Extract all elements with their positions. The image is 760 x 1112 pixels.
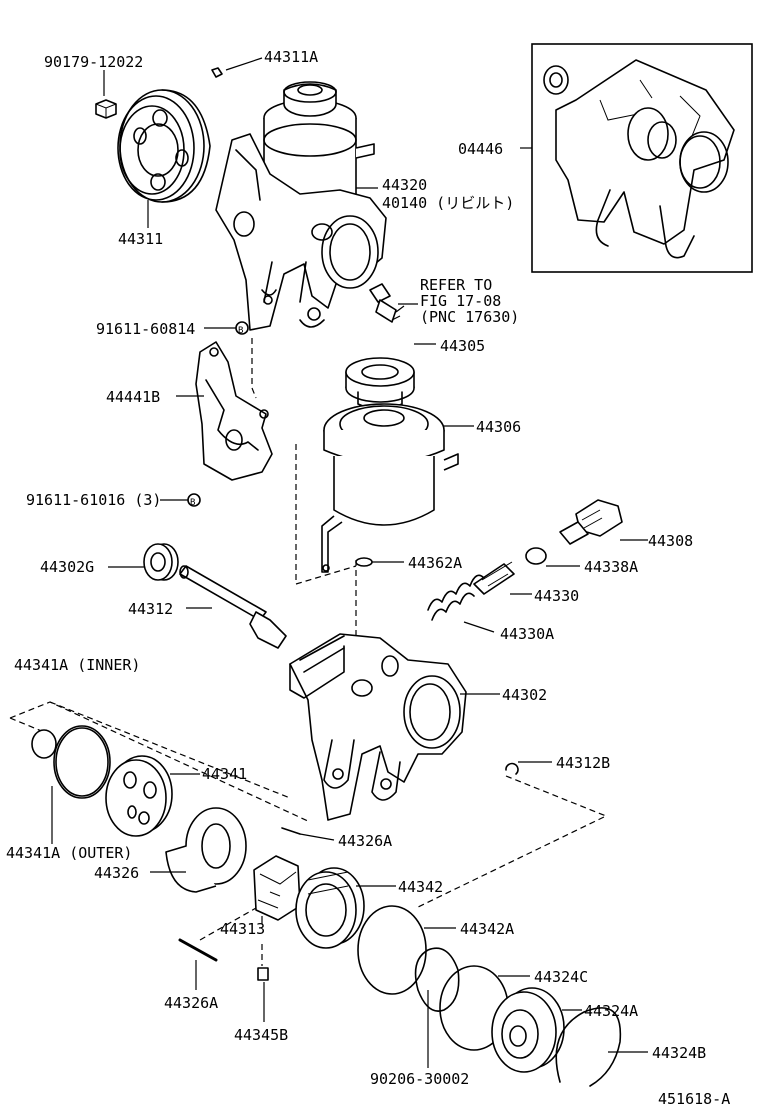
label-90179-12022: 90179-12022: [44, 53, 143, 71]
label-44312B: 44312B: [556, 754, 610, 772]
dashed-guide-bolt-1: [251, 338, 257, 399]
bolt-b-marker-icon: B: [187, 493, 201, 508]
label-91611-60814: 91611-60814: [96, 320, 195, 338]
label-44324A: 44324A: [584, 1002, 638, 1020]
oring-44362A: [355, 557, 373, 567]
pulley-nut: [95, 99, 117, 119]
gasket-kit-box: [531, 43, 753, 273]
label-44345B: 44345B: [234, 1026, 288, 1044]
snap-ring-90206-30002: [414, 947, 460, 1012]
pump-body-44302: [289, 633, 467, 821]
label-44330: 44330: [534, 587, 579, 605]
pin-44326A-bottom: [178, 938, 218, 962]
label-44302G: 44302G: [40, 558, 94, 576]
label-44308: 44308: [648, 532, 693, 550]
label-04446: 04446: [458, 140, 503, 158]
label-44362A: 44362A: [408, 554, 462, 572]
side-plate-44341: [105, 755, 173, 837]
pulley-44311: [117, 89, 211, 203]
label-refer-to: REFER TO: [420, 276, 492, 294]
label-44306: 44306: [476, 418, 521, 436]
bearing-44302G: [143, 543, 179, 581]
shaft-44312: [179, 565, 287, 649]
pin-44326A-top: [281, 827, 301, 835]
svg-text:B: B: [238, 326, 243, 336]
label-44326A-bottom: 44326A: [164, 994, 218, 1012]
rotor-44313: [253, 855, 301, 921]
valve-44330: [473, 561, 515, 595]
snap-ring-44324B: [555, 1007, 622, 1087]
cover-44324A: [491, 987, 565, 1073]
label-44342: 44342: [398, 878, 443, 896]
label-44341A-outer: 44341A (OUTER): [6, 844, 132, 862]
oring-44341A-outer: [53, 725, 111, 799]
oring-44342A: [357, 905, 427, 995]
label-44338A: 44338A: [584, 558, 638, 576]
label-44326A-top: 44326A: [338, 832, 392, 850]
label-44330A: 44330A: [500, 625, 554, 643]
part-labels: 90179-12022 44311A 44311 44320 40140 (リビ…: [6, 48, 730, 1108]
spring-44330A: [427, 574, 485, 621]
pressure-plate-44342: [295, 867, 365, 949]
reservoir-44306: [321, 403, 459, 573]
dashed-guide-bracket: [295, 444, 357, 585]
dashed-envelope-right: [415, 775, 608, 909]
label-44341: 44341: [202, 765, 247, 783]
reservoir-cap-44305: [345, 357, 415, 410]
oring-44341A-inner: [31, 729, 57, 759]
label-44341A-inner: 44341A (INNER): [14, 656, 140, 674]
gasket-kit-04446: [543, 59, 735, 259]
label-44324B: 44324B: [652, 1044, 706, 1062]
label-refer-fig: FIG 17-08: [420, 292, 501, 310]
bolt-b-marker-icon: B: [235, 321, 249, 336]
label-40140: 40140 (リビルト): [382, 194, 514, 212]
label-refer-pnc: (PNC 17630): [420, 308, 519, 326]
pump-assembly-44320: [215, 81, 387, 331]
key-44311A: [211, 67, 223, 78]
label-44305: 44305: [440, 337, 485, 355]
vane-44345B: [257, 967, 269, 981]
label-90206-30002: 90206-30002: [370, 1070, 469, 1088]
label-44324C: 44324C: [534, 968, 588, 986]
snap-ring-44312B: [505, 762, 519, 775]
label-44302: 44302: [502, 686, 547, 704]
label-44311A: 44311A: [264, 48, 318, 66]
label-44342A: 44342A: [460, 920, 514, 938]
label-44320: 44320: [382, 176, 427, 194]
label-44313: 44313: [220, 920, 265, 938]
pressure-switch: [369, 283, 405, 323]
dashed-guide-key: [199, 899, 271, 941]
cam-ring-44326: [165, 807, 247, 893]
leader-lines: [51, 57, 648, 1068]
label-91611-61016: 91611-61016 (3): [26, 491, 161, 509]
svg-text:B: B: [190, 498, 195, 508]
label-44312: 44312: [128, 600, 173, 618]
union-44308: [559, 499, 623, 545]
oring-44338A: [525, 547, 547, 565]
bracket-44441B: [195, 341, 273, 481]
label-44326: 44326: [94, 864, 139, 882]
label-44441B: 44441B: [106, 388, 160, 406]
figure-id: 451618-A: [658, 1090, 730, 1108]
label-44311: 44311: [118, 230, 163, 248]
